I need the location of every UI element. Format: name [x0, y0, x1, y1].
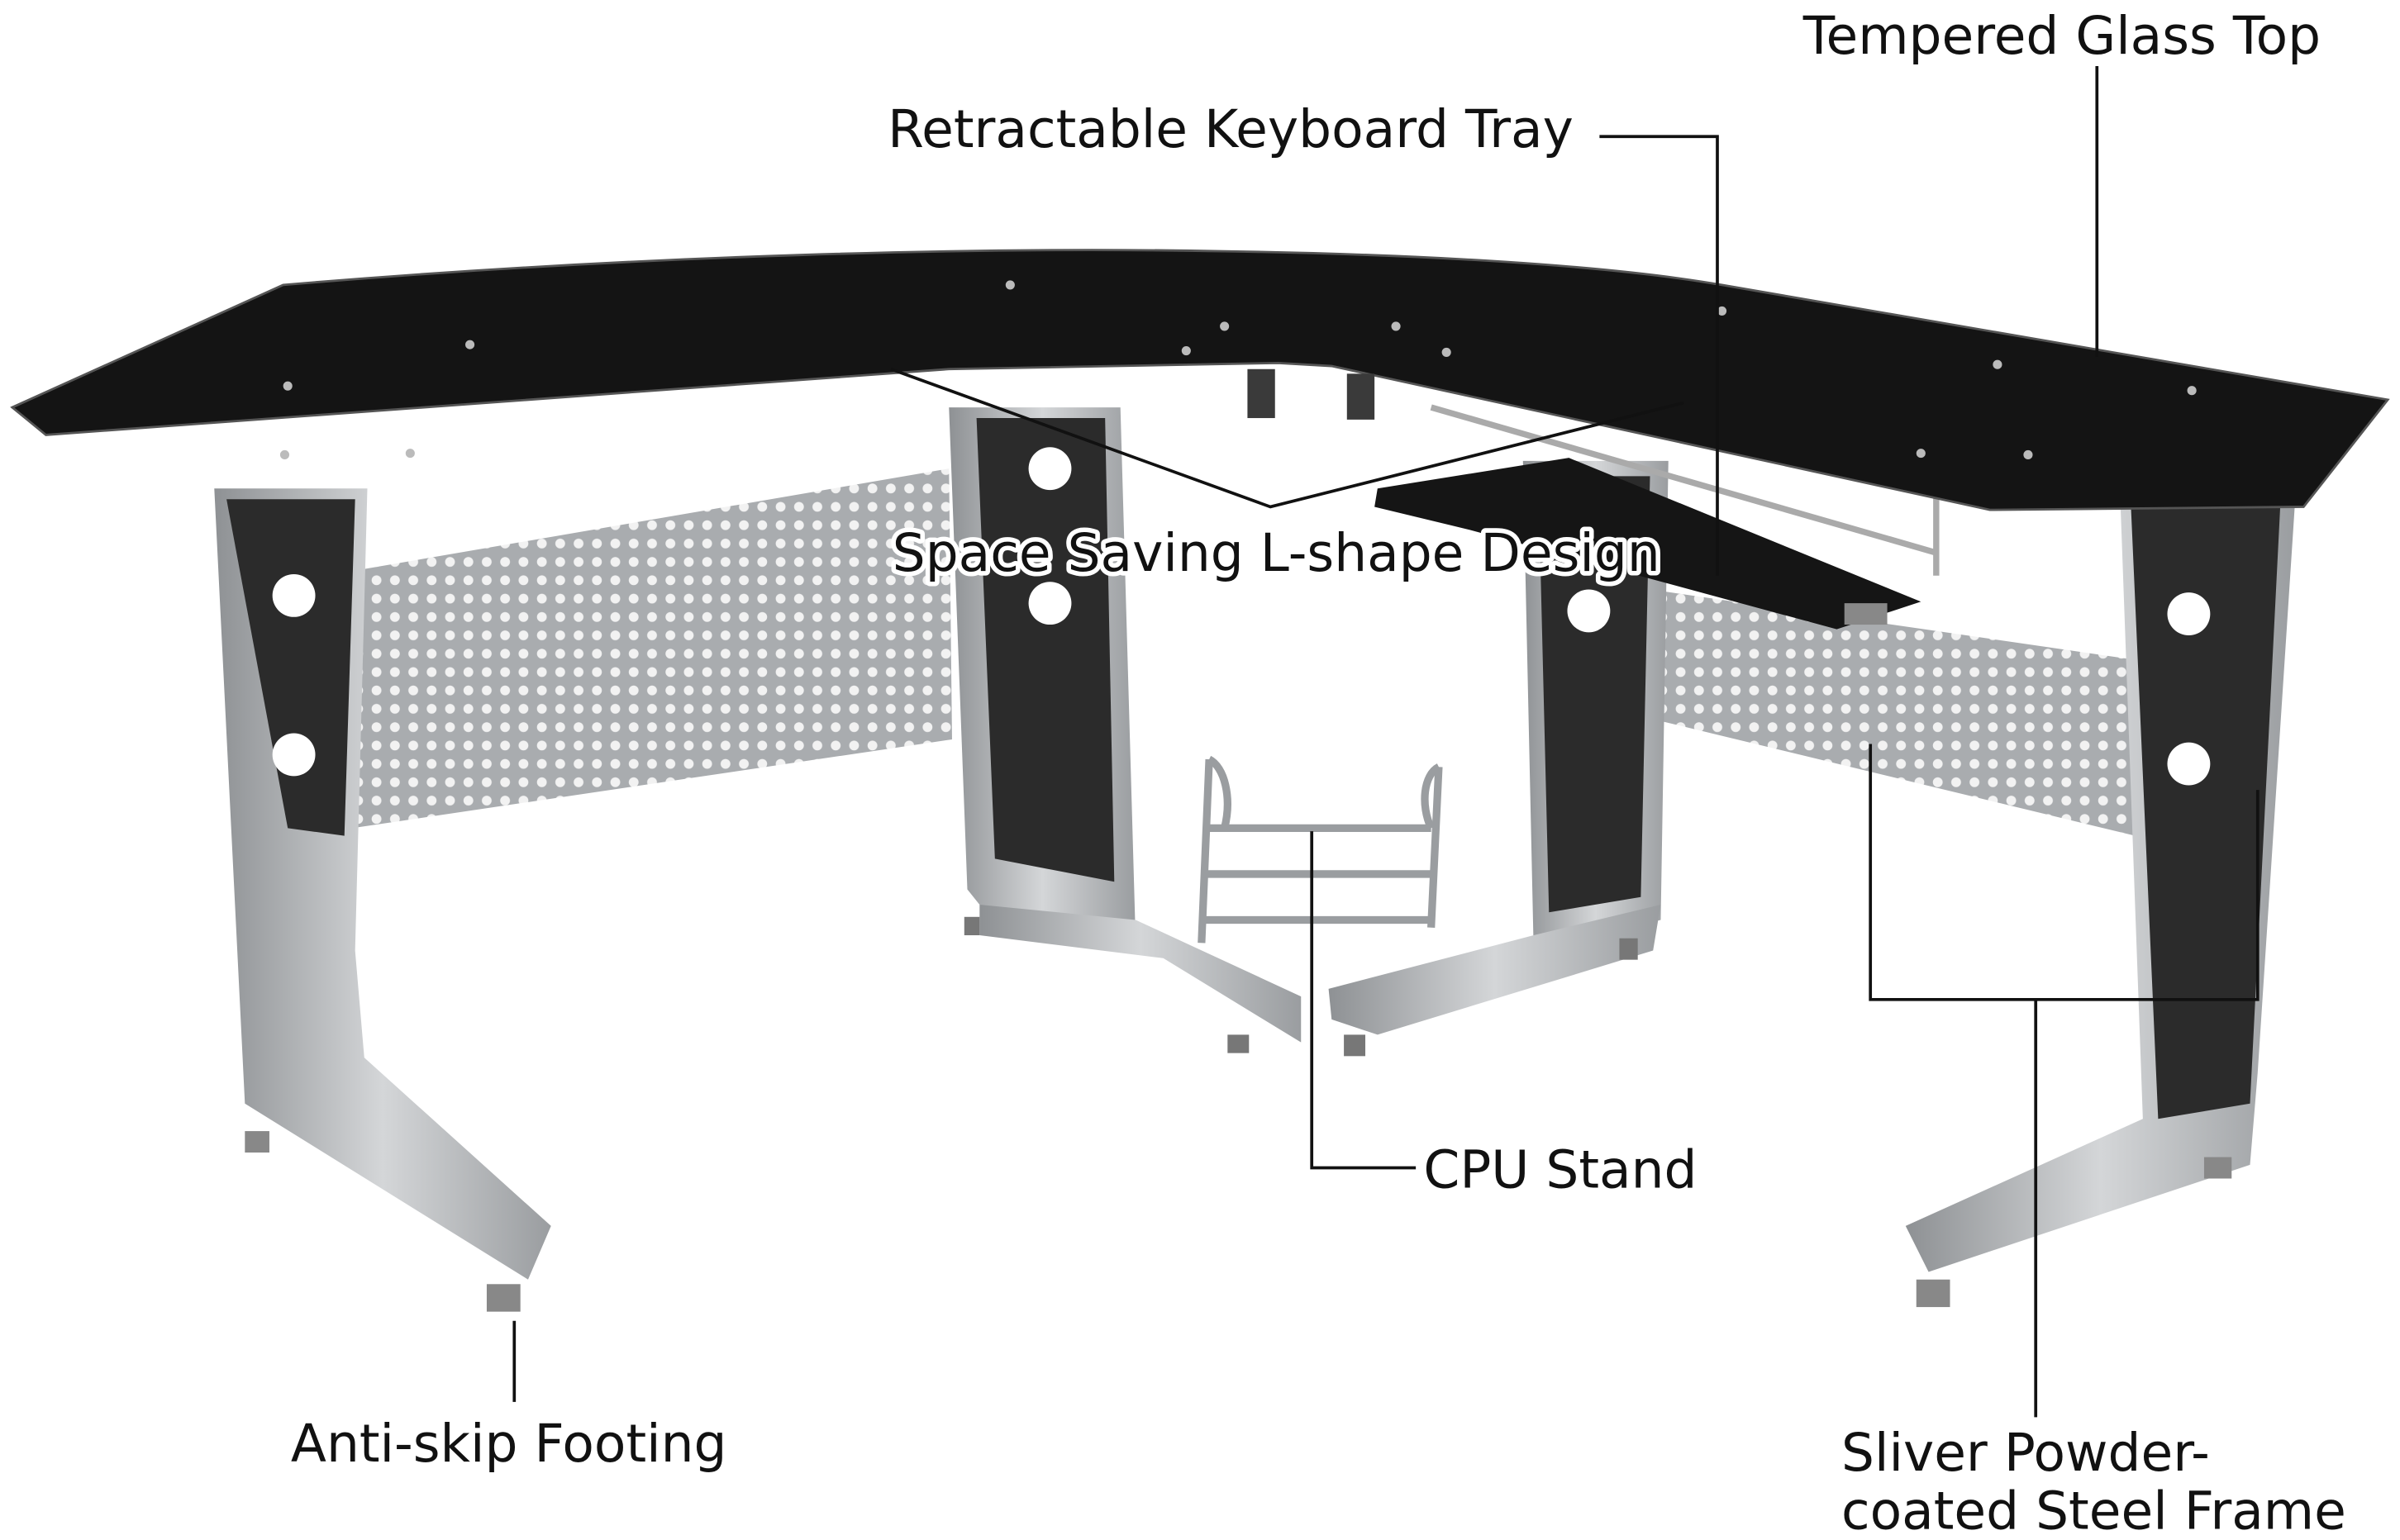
- glass-support-left: [1247, 368, 1275, 419]
- glass-support-right: [1346, 373, 1375, 420]
- label-anti-skip-footing: Anti-skip Footing: [291, 1414, 727, 1474]
- cpu-stand-foot: [1227, 1034, 1250, 1053]
- label-cpu-stand: CPU Stand: [1423, 1140, 1697, 1200]
- keyboard-tray: [1374, 404, 1940, 630]
- right-modesty-panel: [1660, 591, 2136, 836]
- leader-lines: [512, 66, 2260, 1418]
- right-center-leg: [1328, 460, 1669, 1057]
- leader-frame: [1869, 744, 2260, 1418]
- desk-illustration: [10, 249, 2390, 1312]
- cpu-stand: [1198, 755, 1443, 943]
- front-left-leg: [214, 488, 551, 1312]
- label-tempered-glass-top: Tempered Glass Top: [1802, 6, 2321, 66]
- leader-keyboard-tray: [1599, 135, 1719, 576]
- left-center-leg: [949, 407, 1302, 1043]
- label-l-shape-design: Space Saving L-shape Design: [893, 523, 1660, 583]
- tempered-glass-top: [10, 249, 2390, 511]
- left-modesty-panel: [351, 468, 952, 829]
- label-frame-line2: coated Steel Frame: [1841, 1481, 2346, 1540]
- glass-mounting-holes: [279, 280, 2197, 460]
- label-frame-line1: Sliver Powder-: [1841, 1423, 2210, 1483]
- front-right-leg: [1905, 488, 2297, 1308]
- leader-cpu-stand: [1310, 831, 1417, 1170]
- leader-l-shape: [890, 368, 1684, 509]
- label-keyboard-tray: Retractable Keyboard Tray: [888, 99, 1574, 159]
